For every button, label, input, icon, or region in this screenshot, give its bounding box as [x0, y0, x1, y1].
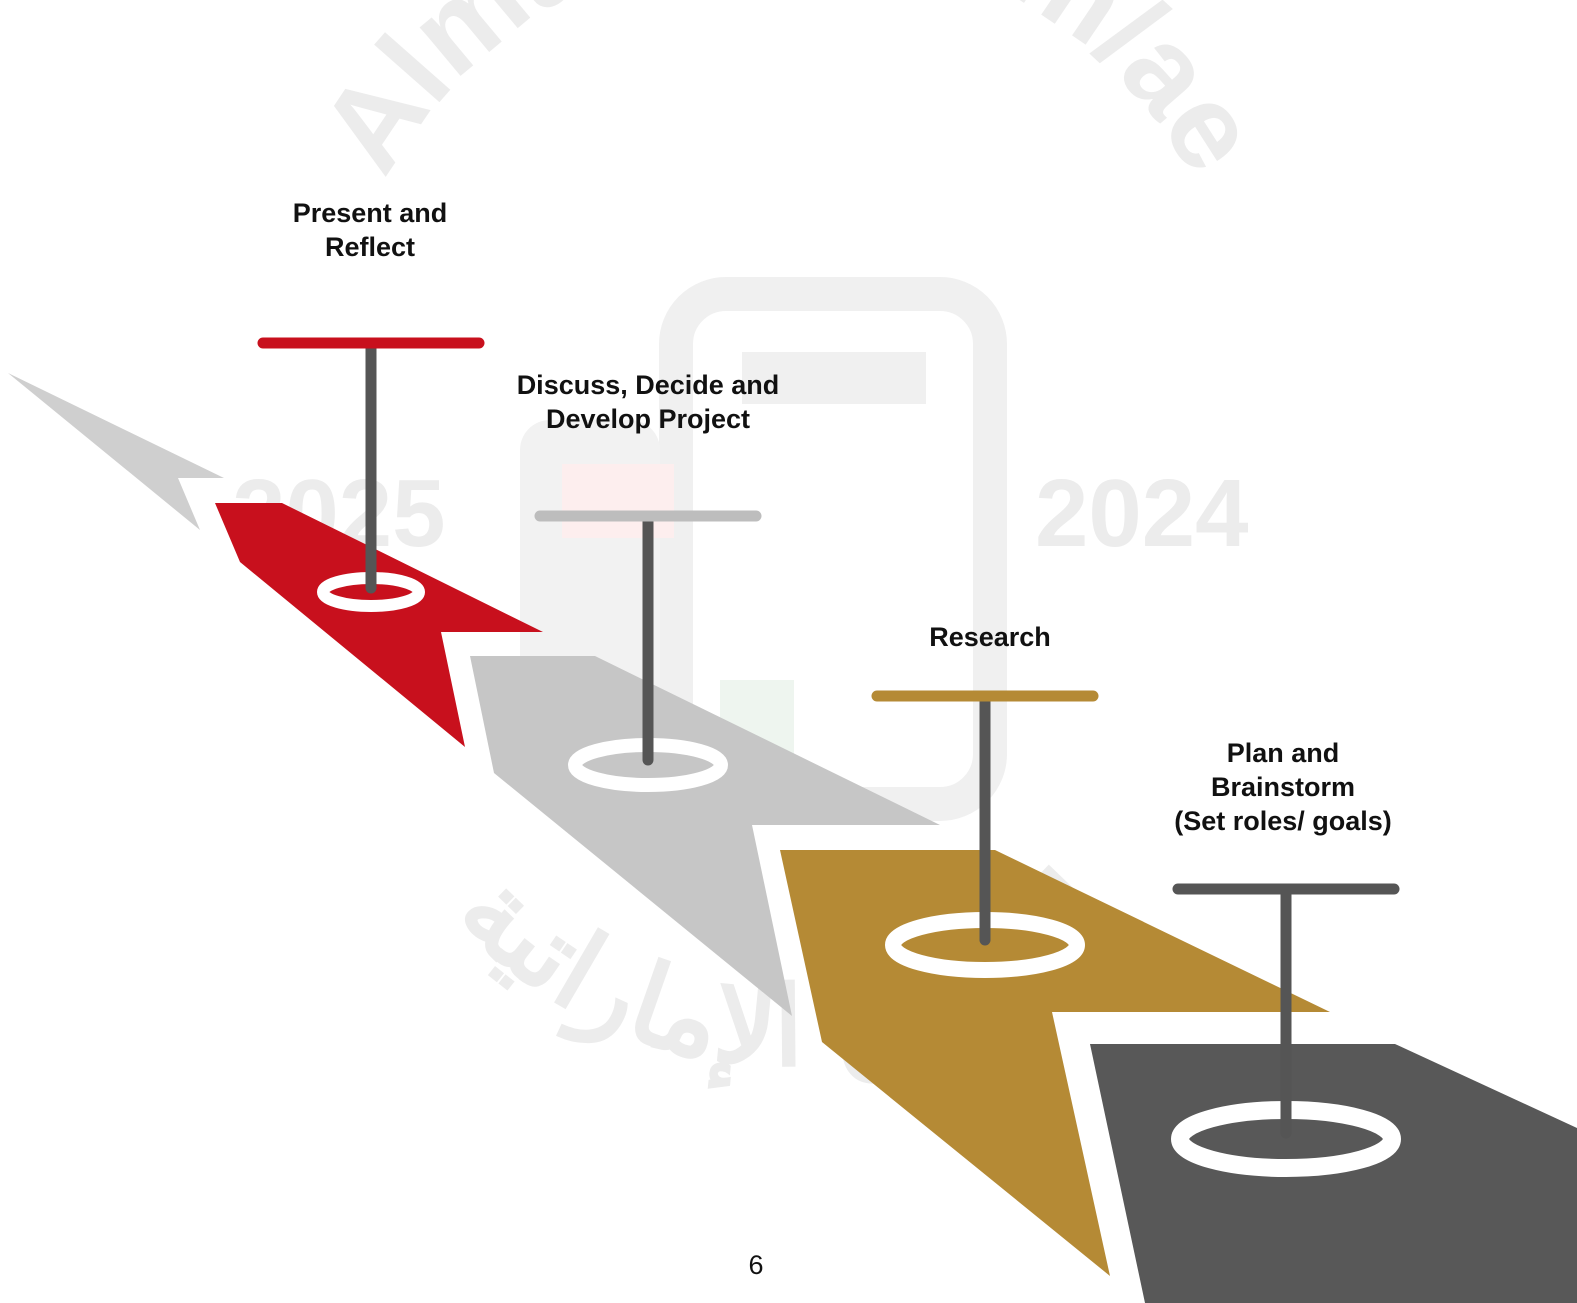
- watermark-year-right: 2024: [1035, 460, 1249, 567]
- segment-discuss: [470, 656, 940, 1016]
- step-label-plan: Plan and Brainstorm (Set roles/ goals): [1150, 736, 1416, 838]
- step-label-line: Present and: [292, 198, 448, 228]
- page-number: 6: [748, 1250, 764, 1280]
- step-label-line: Research: [929, 622, 1051, 652]
- step-label-line: Brainstorm: [1210, 772, 1356, 802]
- step-label-line: Develop Project: [545, 404, 751, 434]
- step-label-line: (Set roles/ goals): [1174, 806, 1392, 836]
- step-label-discuss: Discuss, Decide and Develop Project: [488, 368, 808, 436]
- step-label-line: Discuss, Decide and: [516, 370, 780, 400]
- arrow-tail-chevron: [8, 373, 224, 530]
- segment-present: [215, 503, 543, 747]
- step-label-present: Present and Reflect: [240, 196, 500, 264]
- step-label-research: Research: [890, 620, 1090, 654]
- step-label-line: Plan and: [1226, 738, 1340, 768]
- watermark-site-text: Almanahj.com/ae: [294, 0, 1286, 194]
- step-label-line: Reflect: [324, 232, 416, 262]
